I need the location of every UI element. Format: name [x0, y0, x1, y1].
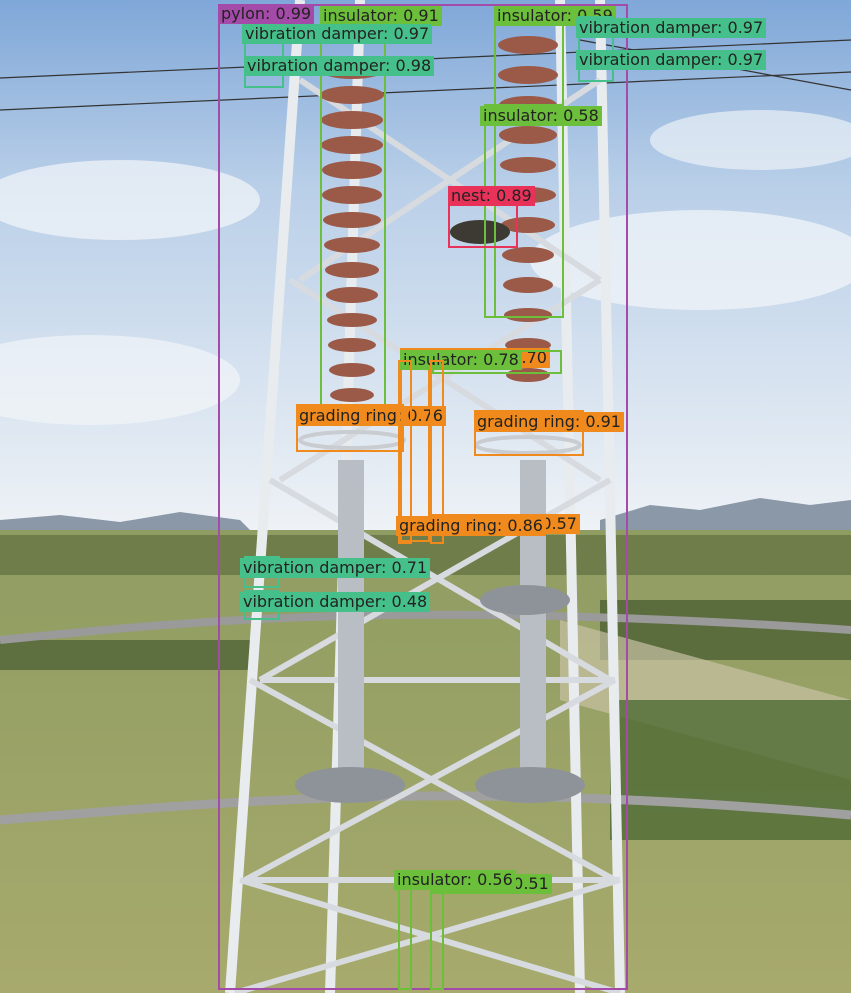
bounding-box: [474, 410, 584, 456]
detection-label: insulator: 0.91: [320, 6, 442, 26]
detection-label: vibration damper: 0.71: [240, 558, 431, 578]
bounding-box: [218, 4, 628, 990]
bounding-box: [484, 104, 564, 318]
detection-label: insulator: 0.78: [400, 350, 522, 370]
bounding-box: [296, 404, 404, 452]
detection-label: vibration damper: 0.98: [244, 56, 435, 76]
bounding-box: [430, 360, 444, 544]
detection-label: insulator: 0.58: [480, 106, 602, 126]
bounding-box: [398, 360, 412, 544]
detection-label: pylon: 0.99: [218, 4, 315, 24]
detection-label: vibration damper: 0.97: [242, 24, 433, 44]
detection-label: grading ring: 0.86: [396, 516, 546, 536]
detection-label: vibration damper: 0.97: [576, 50, 767, 70]
detection-label: insulator: 0.56: [394, 870, 516, 890]
detection-label: grading ring: 0.76: [296, 406, 446, 426]
detection-label: vibration damper: 0.48: [240, 592, 431, 612]
detection-label: nest: 0.89: [448, 186, 535, 206]
detection-label: grading ring: 0.91: [474, 412, 624, 432]
detection-label: vibration damper: 0.97: [576, 18, 767, 38]
